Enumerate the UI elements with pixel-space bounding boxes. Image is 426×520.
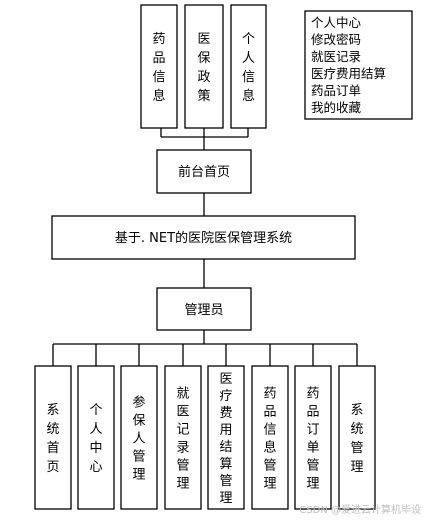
watermark: CSDN @爱进云计算机毕设 [299,503,421,516]
module-box [77,365,115,510]
front-page-node: 前台首页 [156,149,252,194]
menu-item: 修改密码 [311,32,361,47]
module-box [34,365,72,510]
menu-item: 就医记录 [311,49,361,64]
top-module-药品信息: 药品信息 [140,4,178,129]
module-label: 药品信息管理 [263,387,276,492]
module-label: 系统管理 [350,403,363,475]
admin-node: 管理员 [156,287,252,331]
module-box [120,365,158,510]
module-box [164,365,202,510]
top-connectors [160,128,249,150]
module-label: 个人信息 [242,32,255,104]
admin-module-系统管理: 系统管理 [338,365,376,510]
menu-item: 个人中心 [311,15,362,30]
admin-label: 管理员 [184,303,223,318]
menu-box [304,10,413,120]
admin-module-系统首页: 系统首页 [34,365,72,510]
module-label: 系统首页 [46,403,59,475]
admin-box [156,287,252,331]
module-label: 参保人管理 [132,395,145,483]
module-box [184,4,224,129]
admin-connectors [52,330,358,366]
system-title-label: 基于. NET的医院医保管理系统 [115,230,292,246]
front-page-box [156,149,252,194]
admin-module-就医记录管理: 就医记录管理 [164,365,202,510]
front-page-label: 前台首页 [178,164,230,180]
menu-item: 我的收藏 [311,100,362,115]
module-label: 就医记录管理 [176,387,189,492]
top-module-个人信息: 个人信息 [230,4,267,129]
module-box [294,365,332,510]
admin-module-个人中心: 个人中心 [77,365,115,510]
menu-item: 医疗费用结算 [311,66,386,81]
module-box [251,365,289,510]
module-box [207,365,245,510]
system-title-node: 基于. NET的医院医保管理系统 [51,215,356,260]
admin-module-药品订单管理: 药品订单管理 [294,365,332,510]
module-box [338,365,376,510]
admin-module-医疗费用结算管理: 医疗费用结算管理 [207,365,245,510]
module-box [230,4,267,129]
menu-item: 药品订单 [311,83,361,98]
module-label: 个人中心 [89,403,102,475]
admin-module-参保人管理: 参保人管理 [120,365,158,510]
module-label: 医疗费用结算管理 [219,372,232,506]
module-label: 药品信息 [152,32,165,104]
module-label: 医保政策 [197,32,210,104]
admin-module-药品信息管理: 药品信息管理 [251,365,289,510]
top-module-医保政策: 医保政策 [184,4,224,129]
module-label: 药品订单管理 [306,387,319,492]
module-box [140,4,178,129]
user-menu-list: 个人中心 修改密码 就医记录 医疗费用结算 药品订单 我的收藏 [304,10,413,120]
